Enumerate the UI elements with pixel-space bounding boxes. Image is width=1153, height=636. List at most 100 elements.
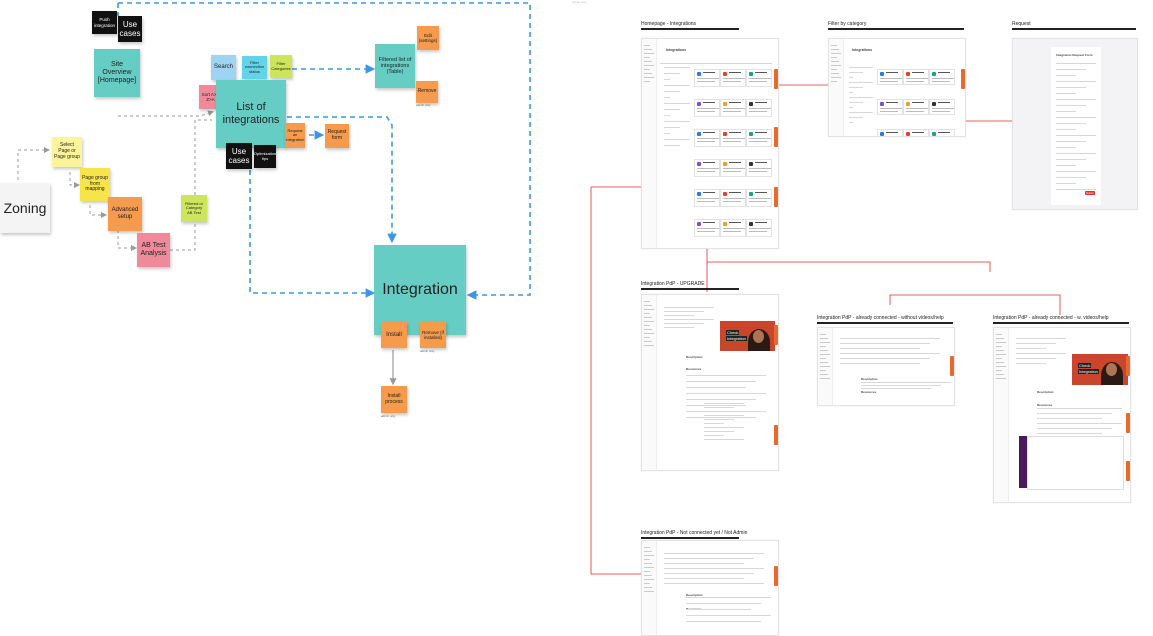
sidebar-line[interactable] (820, 366, 830, 367)
sidebar-line[interactable] (831, 53, 841, 54)
sidebar-line[interactable] (644, 57, 650, 58)
sidebar-line[interactable] (644, 61, 652, 62)
sidebar-line[interactable] (644, 575, 652, 576)
sidebar-line[interactable] (820, 370, 826, 371)
sidebar-line[interactable] (820, 362, 828, 363)
integration-card[interactable] (746, 219, 772, 237)
integration-card[interactable] (746, 159, 772, 177)
integration-card[interactable] (694, 189, 720, 207)
sidebar-line[interactable] (820, 338, 828, 339)
integration-card[interactable] (929, 69, 955, 85)
sidebar-line[interactable] (996, 370, 1002, 371)
integration-card[interactable] (877, 129, 903, 136)
sidebar-line[interactable] (644, 547, 650, 548)
sidebar-line[interactable] (831, 61, 839, 62)
sidebar-line[interactable] (831, 77, 841, 78)
sidebar-line[interactable] (644, 551, 652, 552)
sidebar-line[interactable] (644, 321, 654, 322)
sidebar-line[interactable] (996, 358, 1002, 359)
integration-card[interactable] (694, 99, 720, 117)
integration-card[interactable] (720, 99, 746, 117)
content-line (1037, 413, 1112, 414)
integration-card[interactable] (694, 159, 720, 177)
sidebar-line[interactable] (831, 65, 841, 66)
integration-card[interactable] (694, 69, 720, 87)
sidebar-line[interactable] (820, 346, 826, 347)
sidebar-line[interactable] (644, 313, 650, 314)
mockup-video-2[interactable]: Check Integration (1072, 354, 1128, 385)
sidebar-line[interactable] (831, 57, 837, 58)
integration-card[interactable] (929, 99, 955, 115)
sidebar-line[interactable] (644, 591, 654, 592)
integration-card[interactable] (746, 129, 772, 147)
integration-card[interactable] (746, 69, 772, 87)
sidebar-line[interactable] (644, 301, 650, 302)
sidebar-line[interactable] (644, 317, 652, 318)
sidebar-line[interactable] (644, 81, 650, 82)
sidebar-line[interactable] (820, 350, 828, 351)
sidebar-line[interactable] (996, 350, 1004, 351)
sidebar-line[interactable] (644, 337, 650, 338)
sidebar-line[interactable] (644, 559, 650, 560)
integration-card[interactable] (720, 189, 746, 207)
sidebar-line[interactable] (644, 333, 654, 334)
sidebar-line[interactable] (996, 342, 1006, 343)
sidebar-line[interactable] (996, 334, 1002, 335)
integration-card[interactable] (746, 99, 772, 117)
sidebar-line[interactable] (644, 329, 652, 330)
sidebar-line[interactable] (644, 53, 654, 54)
integration-card[interactable] (903, 99, 929, 115)
integration-card[interactable] (720, 129, 746, 147)
sidebar-line[interactable] (644, 583, 650, 584)
sidebar-line[interactable] (644, 345, 654, 346)
sidebar-line[interactable] (644, 49, 652, 50)
sidebar-line[interactable] (820, 358, 826, 359)
sidebar-line[interactable] (831, 49, 839, 50)
sidebar-line[interactable] (996, 374, 1004, 375)
sidebar-line[interactable] (644, 305, 652, 306)
sidebar-line[interactable] (831, 45, 837, 46)
sidebar-line[interactable] (831, 69, 837, 70)
sidebar-line[interactable] (644, 571, 650, 572)
integration-card[interactable] (877, 69, 903, 85)
sidebar-line[interactable] (831, 73, 839, 74)
sidebar-line[interactable] (644, 309, 654, 310)
sidebar-line[interactable] (644, 73, 652, 74)
integration-card[interactable] (877, 99, 903, 115)
integration-card[interactable] (903, 129, 929, 136)
integration-card[interactable] (720, 159, 746, 177)
sidebar-line[interactable] (996, 354, 1006, 355)
mockup-sidebar (642, 39, 657, 248)
request-submit-button[interactable] (1085, 191, 1095, 195)
sidebar-line[interactable] (644, 563, 652, 564)
sidebar-line[interactable] (644, 45, 650, 46)
mockup-video[interactable]: Check Integration (720, 321, 775, 351)
integration-card[interactable] (694, 219, 720, 237)
sidebar-line[interactable] (644, 325, 650, 326)
sidebar-line[interactable] (996, 366, 1006, 367)
sidebar-line[interactable] (644, 77, 654, 78)
sidebar-line[interactable] (820, 342, 830, 343)
sidebar-line[interactable] (996, 362, 1004, 363)
sidebar-line[interactable] (644, 587, 652, 588)
sidebar-line[interactable] (996, 346, 1002, 347)
integration-card[interactable] (694, 129, 720, 147)
sidebar-line[interactable] (996, 378, 1006, 379)
sidebar-line[interactable] (820, 378, 830, 379)
sidebar-line[interactable] (644, 579, 654, 580)
sidebar-line[interactable] (644, 65, 654, 66)
sidebar-line[interactable] (996, 338, 1004, 339)
sidebar-line[interactable] (820, 374, 828, 375)
sidebar-line[interactable] (644, 341, 652, 342)
sidebar-line[interactable] (644, 69, 650, 70)
integration-card[interactable] (720, 219, 746, 237)
sidebar-line[interactable] (644, 555, 654, 556)
sidebar-line[interactable] (644, 567, 654, 568)
integration-card[interactable] (720, 69, 746, 87)
integration-card[interactable] (903, 69, 929, 85)
integration-card[interactable] (746, 189, 772, 207)
sidebar-line[interactable] (831, 81, 837, 82)
sidebar-line[interactable] (820, 334, 826, 335)
sidebar-line[interactable] (820, 354, 830, 355)
integration-card[interactable] (929, 129, 955, 136)
